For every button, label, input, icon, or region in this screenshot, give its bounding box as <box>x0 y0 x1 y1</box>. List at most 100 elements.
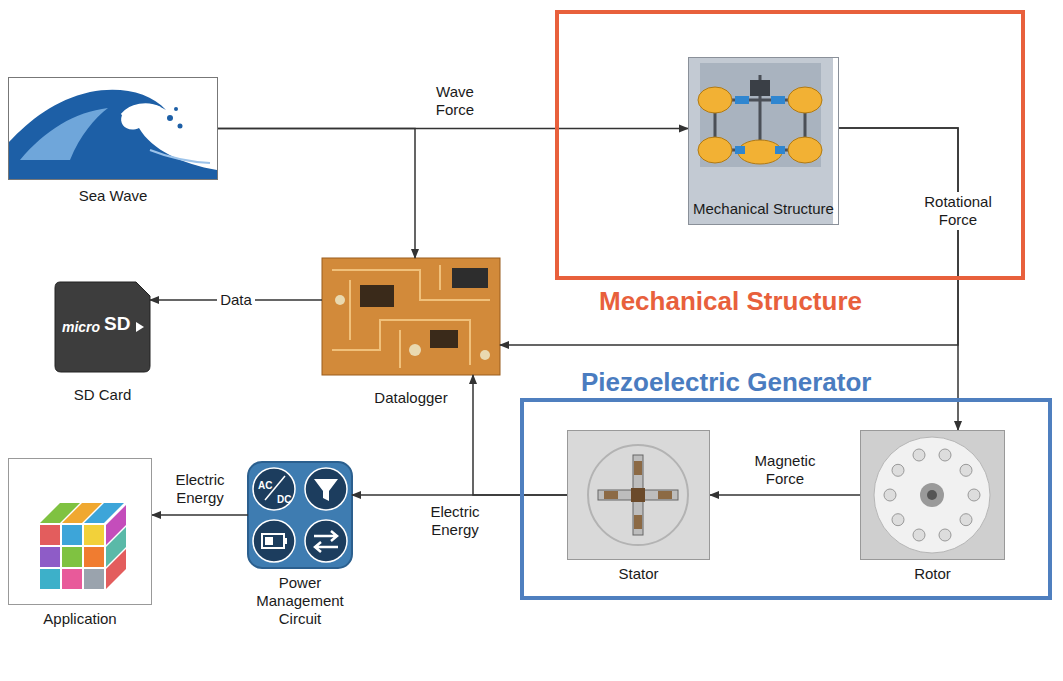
bidirectional-arrows <box>314 531 338 552</box>
text-holder: micro <box>62 318 100 336</box>
cube-cell <box>62 547 82 567</box>
picture-ground <box>8 77 218 180</box>
text-holder: Application <box>43 610 116 628</box>
magnet-hole <box>913 529 925 541</box>
card-arrow <box>136 322 144 332</box>
float <box>788 137 822 163</box>
stator-image-box: Stator <box>567 430 710 560</box>
wave-image-box: Sea Wave <box>8 77 218 180</box>
piezo-patch <box>634 461 642 475</box>
node-label: Power Management Circuit <box>250 574 350 628</box>
edge-label: Electric Energy <box>165 470 235 508</box>
piezo-group-box: Piezoelectric GeneratorStatorRotor <box>520 398 1052 600</box>
text-holder: Electric Energy <box>420 502 490 540</box>
power-management-icon <box>248 462 352 568</box>
datalogger-picture <box>322 258 500 375</box>
picture-ground <box>8 458 152 605</box>
edge-label: Wave Force <box>430 82 480 120</box>
text-holder: Mechanical Structure <box>599 286 862 317</box>
magnet-hole <box>968 489 980 501</box>
magnet-hole <box>892 464 904 476</box>
group-heading: Mechanical Structure <box>599 286 862 317</box>
icon-circle <box>305 520 347 562</box>
cube-cell <box>62 569 82 589</box>
piezo-patch <box>658 491 672 499</box>
component <box>409 344 421 356</box>
wave-drop <box>178 124 183 129</box>
text-holder: Datalogger <box>374 389 447 407</box>
chip <box>360 285 394 307</box>
icon-circle <box>305 468 347 510</box>
housing <box>750 80 770 96</box>
picture-ground <box>688 57 833 225</box>
cube-cell <box>62 525 82 545</box>
text-holder: SD <box>104 314 130 334</box>
chip <box>430 330 458 348</box>
filter-symbol <box>314 479 338 501</box>
node-label: SD Card <box>74 386 132 404</box>
logo-text: AC <box>258 481 272 491</box>
sea-wave-picture <box>8 77 218 180</box>
magnet-hole <box>939 449 951 461</box>
cube-cell <box>40 525 60 545</box>
text-holder: Piezoelectric Generator <box>581 367 871 398</box>
joint <box>735 96 749 104</box>
wave-line <box>150 150 210 163</box>
node-label: Datalogger <box>374 389 447 407</box>
component <box>480 350 490 360</box>
edge-label: Data <box>217 290 255 310</box>
connector-arrow <box>152 514 248 516</box>
text-holder: Rotor <box>914 565 951 583</box>
cube-cell <box>84 547 104 567</box>
node-label: Application <box>43 610 116 628</box>
wave-highlight <box>20 108 108 160</box>
edge-label: Rotational Force <box>916 192 1000 230</box>
rotor-image-box: Rotor <box>860 430 1005 560</box>
node-label: Sea Wave <box>79 187 148 205</box>
power-circuit-box: Power Management Circuit <box>248 462 352 568</box>
stator-hub <box>631 488 645 502</box>
logo-text: DC <box>277 495 291 505</box>
datalogger-box: Datalogger <box>322 258 500 375</box>
text-holder: Mechanical Structure <box>689 200 838 218</box>
piezo-patch <box>604 491 618 499</box>
cube-cell <box>40 547 60 567</box>
text-holder: DC <box>277 489 291 507</box>
rotor-picture <box>860 430 1005 560</box>
mechanical-structure-picture <box>688 57 833 225</box>
connector-arrow <box>500 128 958 345</box>
picture-ground <box>860 430 1005 560</box>
node-label: Mechanical Structure <box>693 200 834 218</box>
connector-arrow <box>218 129 415 259</box>
cube-cell <box>84 525 104 545</box>
wave-foam <box>122 105 160 115</box>
board-traces <box>332 265 490 368</box>
logo-text: SD <box>104 314 130 333</box>
logo-text: micro <box>62 320 100 334</box>
magnet-hole <box>884 489 896 501</box>
circuit-board <box>322 258 500 375</box>
mechanical-group-box: Mechanical StructureMechanical Structure <box>555 10 1025 280</box>
node-label: Rotor <box>914 565 951 583</box>
wave-shape <box>9 90 217 179</box>
text-holder: Power Management Circuit <box>250 574 350 628</box>
edge-label: Magnetic Force <box>745 451 825 489</box>
magnet-hole <box>913 449 925 461</box>
text-holder: Data <box>217 290 255 310</box>
cube-cell <box>40 569 60 589</box>
battery-terminal <box>284 538 287 544</box>
rotor-shaft <box>927 490 937 500</box>
float <box>698 137 732 163</box>
rotor-hub <box>920 483 944 507</box>
icon-circle <box>253 468 295 510</box>
rotor-disc <box>874 437 990 553</box>
text-holder: Sea Wave <box>79 187 148 205</box>
joint <box>735 146 745 154</box>
icon-ground <box>248 462 352 568</box>
wave-drop <box>174 107 178 111</box>
cube-cell <box>84 569 104 589</box>
application-image-box: Application <box>8 458 152 605</box>
mechanical-image-box: Mechanical Structure <box>688 57 839 225</box>
